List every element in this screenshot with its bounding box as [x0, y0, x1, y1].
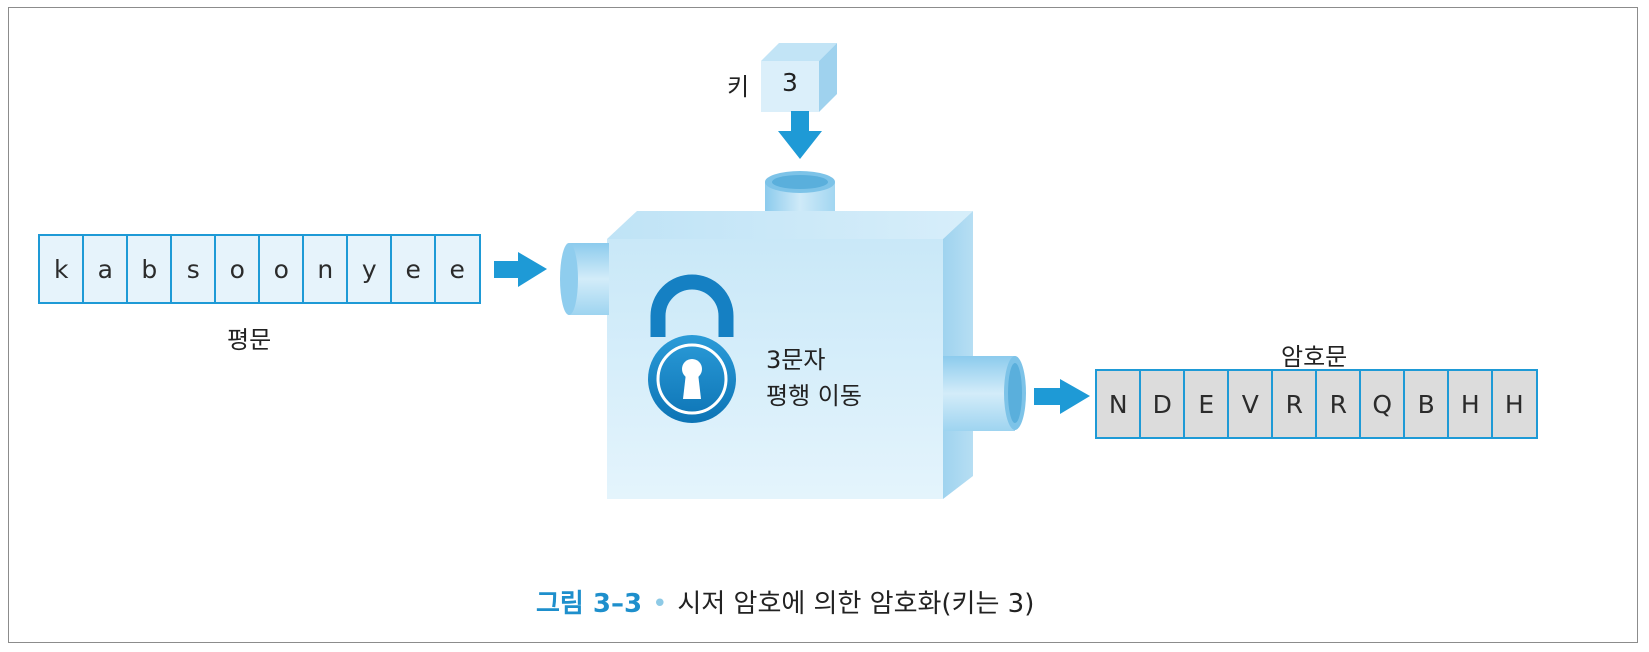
- plaintext-cell: e: [434, 234, 481, 304]
- machine-line-2: 평행 이동: [766, 382, 862, 410]
- lock-icon: [648, 274, 736, 423]
- plaintext-cell: b: [126, 234, 173, 304]
- ciphertext-cell: Q: [1359, 369, 1406, 439]
- key-cube: [761, 43, 837, 112]
- key-value: 3: [782, 68, 798, 97]
- ciphertext-cell: R: [1315, 369, 1362, 439]
- ciphertext-cell: H: [1491, 369, 1538, 439]
- machine-line-1: 3문자: [766, 346, 826, 374]
- ciphertext-label: 암호문: [1281, 343, 1348, 371]
- caption-text: 시저 암호에 의한 암호화(키는 3): [677, 589, 1035, 619]
- plaintext-cell: y: [346, 234, 393, 304]
- figure-caption: 그림 3–3 • 시저 암호에 의한 암호화(키는 3): [536, 583, 1034, 620]
- plaintext-cell: k: [38, 234, 85, 304]
- ciphertext-cell: D: [1139, 369, 1186, 439]
- ciphertext-cell: B: [1403, 369, 1450, 439]
- key-label: 키: [727, 73, 750, 101]
- plaintext-cell: e: [390, 234, 437, 304]
- plaintext-cell: a: [82, 234, 129, 304]
- key-arrow: [778, 111, 822, 159]
- plaintext-cell: o: [258, 234, 305, 304]
- plaintext-label: 평문: [227, 326, 272, 354]
- plaintext-cell: o: [214, 234, 261, 304]
- caption-dot: •: [652, 589, 668, 619]
- ciphertext-cell: N: [1095, 369, 1142, 439]
- ciphertext-cell: R: [1271, 369, 1318, 439]
- plaintext-cell: n: [302, 234, 349, 304]
- plaintext-cell: s: [170, 234, 217, 304]
- ciphertext-cell: V: [1227, 369, 1274, 439]
- ciphertext-cell: H: [1447, 369, 1494, 439]
- output-arrow: [1034, 379, 1090, 414]
- input-pipe: [560, 243, 609, 315]
- output-pipe: [943, 356, 1026, 431]
- caption-number: 그림 3–3: [536, 589, 643, 619]
- ciphertext-cell: E: [1183, 369, 1230, 439]
- diagram-canvas: [494, 43, 1090, 499]
- input-arrow: [494, 252, 547, 287]
